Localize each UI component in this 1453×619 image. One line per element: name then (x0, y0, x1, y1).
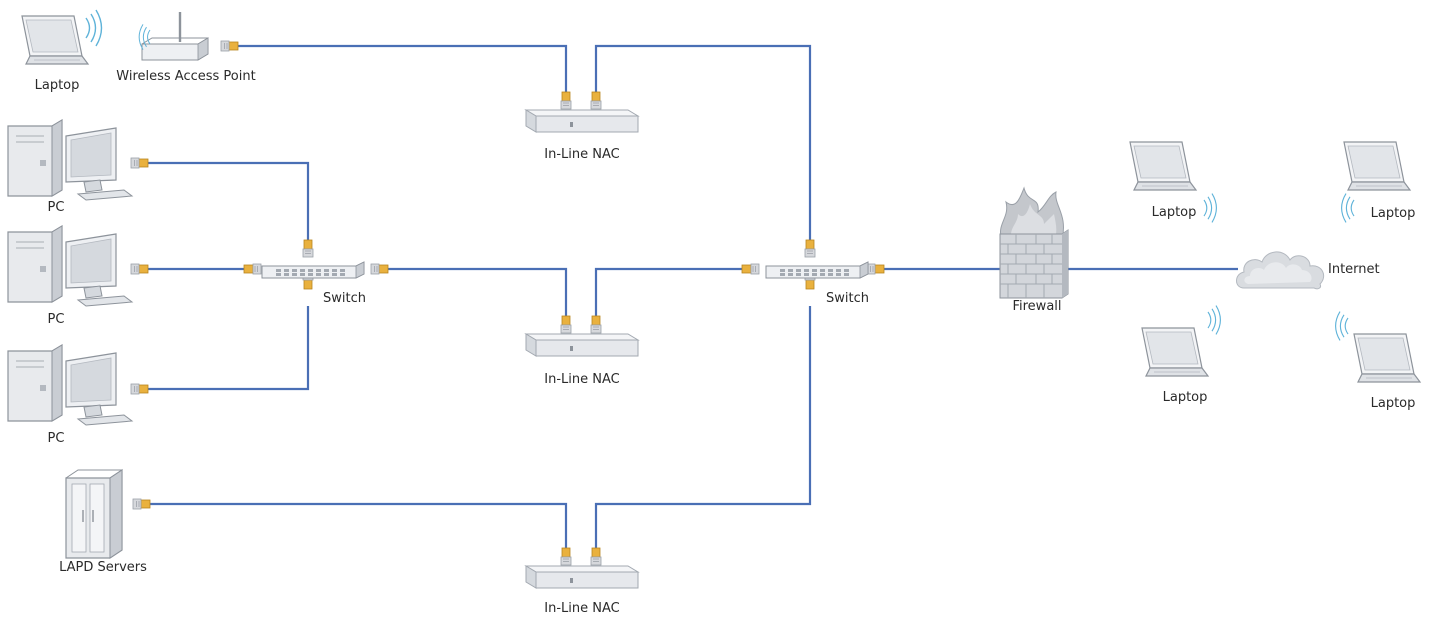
rj45-connector-icon (560, 547, 572, 566)
nac-appliance-icon (525, 333, 639, 357)
pc-tower-icon (7, 119, 133, 201)
label-pc-3: PC (47, 431, 65, 446)
laptop-icon (1343, 141, 1411, 191)
label-pc-2: PC (47, 312, 65, 327)
cable-nac-bottom-switch-right (594, 306, 812, 548)
rj45-connector-icon (560, 91, 572, 110)
label-switch-right: Switch (826, 291, 869, 306)
wifi-signal-icon (1335, 311, 1349, 341)
rj45-connector-icon (590, 547, 602, 566)
cable-nac-mid-switch-right (594, 267, 742, 316)
rj45-connector-icon (590, 91, 602, 110)
label-switch-left: Switch (323, 291, 366, 306)
label-nac-middle: In-Line NAC (544, 372, 620, 387)
rj45-connector-icon (130, 263, 149, 275)
label-nac-bottom: In-Line NAC (544, 601, 620, 616)
connectors (130, 40, 885, 566)
laptop-icon (1353, 333, 1421, 383)
rj45-connector-icon (243, 263, 262, 275)
label-firewall: Firewall (1012, 299, 1062, 314)
cable-pc1-switch-left (148, 161, 310, 240)
wifi-signal-icon (1203, 193, 1217, 223)
rj45-connector-icon (220, 40, 239, 52)
rj45-connector-icon (866, 263, 885, 275)
cable-nac-top-switch-right (594, 44, 812, 240)
rj45-connector-icon (370, 263, 389, 275)
label-pc-1: PC (47, 200, 65, 215)
rj45-connector-icon (302, 239, 314, 258)
rj45-connector-icon (741, 263, 760, 275)
label-laptop-r3: Laptop (1162, 390, 1208, 405)
cloud-icon (1236, 251, 1325, 290)
switch-icon (261, 261, 365, 279)
nac-appliance-icon (525, 109, 639, 133)
label-laptop-r2: Laptop (1370, 206, 1416, 221)
cable-pc3-switch-left (148, 306, 310, 391)
rj45-connector-icon (130, 383, 149, 395)
switch-icon (765, 261, 869, 279)
rj45-connector-icon (130, 157, 149, 169)
cable-switch-left-nac-mid (388, 267, 568, 316)
rj45-connector-icon (132, 498, 151, 510)
cables (148, 44, 1238, 548)
label-internet: Internet (1328, 262, 1380, 277)
label-laptop-top-left: Laptop (34, 78, 80, 93)
label-ldap-servers: LAPD Servers (59, 560, 147, 575)
laptop-icon (1141, 327, 1209, 377)
rj45-connector-icon (560, 315, 572, 334)
wireless-access-point-icon (138, 12, 209, 61)
wifi-signal-icon (1341, 193, 1355, 223)
server-rack-icon (65, 468, 123, 559)
wifi-signal-icon (85, 9, 103, 47)
label-wireless-access-point: Wireless Access Point (116, 69, 256, 84)
firewall-icon (999, 186, 1069, 299)
cable-wap-nac-top (238, 44, 568, 92)
wifi-signal-icon (1207, 305, 1221, 335)
laptop-icon (1129, 141, 1197, 191)
rj45-connector-icon (804, 239, 816, 258)
cable-servers-nac-bottom (150, 502, 568, 548)
pc-tower-icon (7, 344, 133, 426)
label-laptop-r1: Laptop (1151, 205, 1197, 220)
label-laptop-r4: Laptop (1370, 396, 1416, 411)
laptop-icon (21, 15, 89, 65)
label-nac-top: In-Line NAC (544, 147, 620, 162)
nac-appliance-icon (525, 565, 639, 589)
pc-tower-icon (7, 225, 133, 307)
rj45-connector-icon (590, 315, 602, 334)
